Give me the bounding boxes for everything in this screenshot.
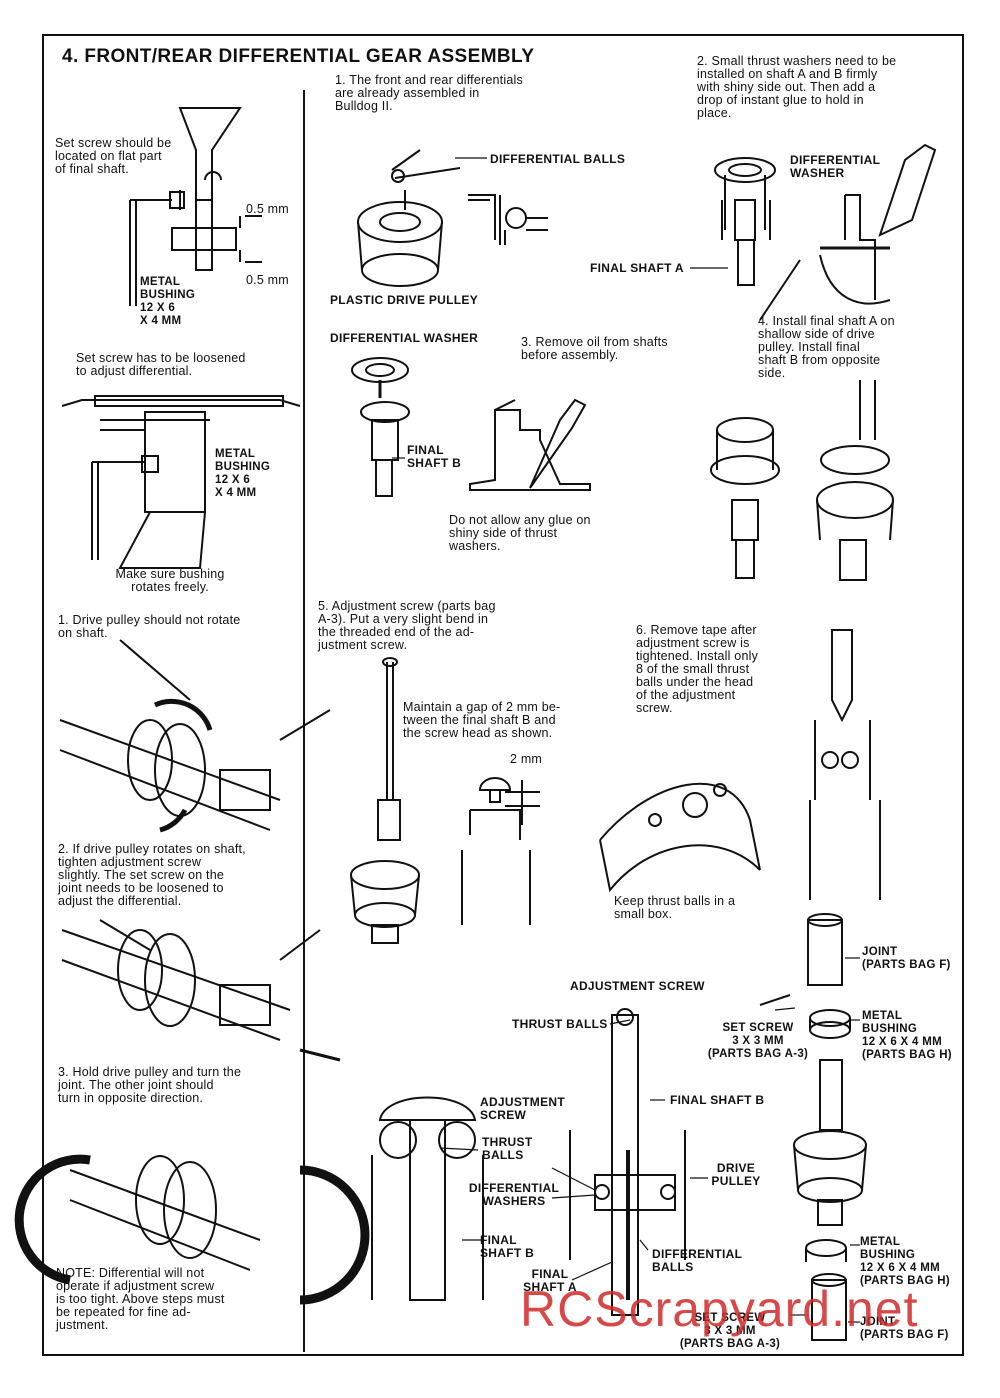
- left-step-3: 3. Hold drive pulley and turn the joint.…: [58, 1065, 242, 1105]
- leader-lines: [392, 158, 860, 1322]
- differential-washer-shaft-a: [715, 158, 775, 285]
- final-shaft-a-label: FINAL SHAFT A: [590, 261, 684, 275]
- thrust-balls-top-label: THRUST BALLS: [512, 1017, 608, 1031]
- metal-bushing-label-2: METAL BUSHING 12 x 6 x 4 mm: [215, 448, 271, 499]
- final-shaft-a-section-label: FINAL SHAFT A: [523, 1267, 577, 1294]
- set-screw-label-top: SET SCREW 3 x 3 mm (parts bag A-3): [707, 1022, 809, 1060]
- differential-washer-label-right: DIFFERENTIAL WASHER: [790, 153, 881, 180]
- right-step-4: 4. Install final shaft A on shallow side…: [758, 314, 895, 380]
- differential-washers-label: DIFFERENTIAL WASHERS: [468, 1181, 560, 1208]
- exploded-joint-assembly: [760, 914, 866, 1340]
- adjustment-screw-label: ADJUSTMENT SCREW: [480, 1095, 566, 1122]
- bushing-rotate-note: Make sure bushing rotates freely.: [115, 567, 225, 594]
- tape-removal-drawing: [810, 630, 880, 900]
- glue-warning-note: Do not allow any glue on shiny side of t…: [449, 513, 591, 553]
- watermark: RCScrapyard.net: [520, 1281, 919, 1337]
- page-title: 4. FRONT/REAR DIFFERENTIAL GEAR ASSEMBLY: [62, 46, 535, 67]
- joint-label-bottom: JOINT (parts bag F): [860, 1316, 949, 1341]
- middle-step-5: 5. Adjustment screw (parts bag A-3). Put…: [318, 599, 496, 652]
- shaft-cross-section-2: [62, 396, 300, 568]
- plastic-drive-pulley-drawing: [358, 150, 460, 286]
- glue-application-drawing: [760, 145, 935, 320]
- differential-washer-shaft-b: [352, 358, 409, 496]
- column-divider: [303, 90, 305, 1352]
- shaft-cross-section-1: [130, 108, 262, 306]
- thrust-ball-box-drawing: [600, 784, 760, 890]
- gap-instruction: Maintain a gap of 2 mm be- tween the fin…: [403, 700, 561, 740]
- metal-bushing-label-1: METAL BUSHING 12 x 6 x 4 mm: [140, 276, 196, 327]
- note-text: NOTE: Differential will not operate if a…: [56, 1266, 225, 1332]
- final-shaft-b-section-label: FINAL SHAFT B: [670, 1093, 765, 1107]
- gap-2mm-label: 2 mm: [510, 752, 543, 766]
- right-step-6: 6. Remove tape after adjustment screw is…: [636, 623, 759, 715]
- drive-pulley-label: DRIVE PULLEY: [711, 1161, 761, 1188]
- drive-pulley-step1: [60, 640, 330, 830]
- final-shaft-b-label: FINAL SHAFT B: [407, 443, 462, 470]
- shaft-install-drawing: [711, 380, 893, 580]
- differential-balls-label: DIFFERENTIAL BALLS: [490, 152, 626, 166]
- loosen-note: Set screw has to be loosened to adjust d…: [76, 351, 246, 378]
- drive-pulley-step3: [19, 1156, 365, 1300]
- thrust-balls-label: THRUST BALLS: [482, 1135, 533, 1162]
- middle-step-1: 1. The front and rear differentials are …: [335, 73, 523, 113]
- drive-pulley-step2: [62, 920, 340, 1060]
- keep-balls-note: Keep thrust balls in a small box.: [614, 894, 736, 921]
- metal-bushing-label-top: METAL BUSHING 12 x 6 x 4 mm (parts bag H…: [862, 1010, 952, 1061]
- plastic-drive-pulley-label: PLASTIC DRIVE PULLEY: [330, 293, 479, 307]
- right-step-2: 2. Small thrust washers need to be insta…: [697, 54, 897, 120]
- sectional-diagram: [372, 1009, 685, 1315]
- ball-detail-drawing: [468, 195, 548, 245]
- adjustment-screw-top-label: ADJUSTMENT SCREW: [570, 979, 705, 993]
- differential-washer-label: DIFFERENTIAL WASHER: [330, 331, 479, 345]
- gap-label-lower: 0.5 mm: [246, 273, 289, 287]
- joint-label-top: JOINT (parts bag F): [862, 946, 951, 971]
- left-step-2: 2. If drive pulley rotates on shaft, tig…: [58, 842, 246, 908]
- differential-balls-section-label: DIFFERENTIAL BALLS: [652, 1247, 743, 1274]
- left-step-1: 1. Drive pulley should not rotate on sha…: [58, 613, 241, 640]
- page-border: [42, 34, 964, 1356]
- gap-label-upper: 0.5 mm: [246, 202, 289, 216]
- oil-removal-drawing: [470, 400, 590, 490]
- metal-bushing-label-bottom: METAL BUSHING 12 x 6 x 4 mm (parts bag H…: [860, 1236, 950, 1287]
- gap-detail-drawing: [462, 778, 540, 925]
- adjustment-screw-drawing: [351, 658, 419, 943]
- middle-step-3: 3. Remove oil from shafts before assembl…: [521, 335, 668, 362]
- set-screw-label-bottom: SET SCREW 3 x 3 MM (parts bag A-3): [679, 1312, 781, 1350]
- set-screw-note: Set screw should be located on flat part…: [55, 136, 172, 176]
- final-shaft-b-lower-label: FINAL SHAFT B: [480, 1233, 535, 1260]
